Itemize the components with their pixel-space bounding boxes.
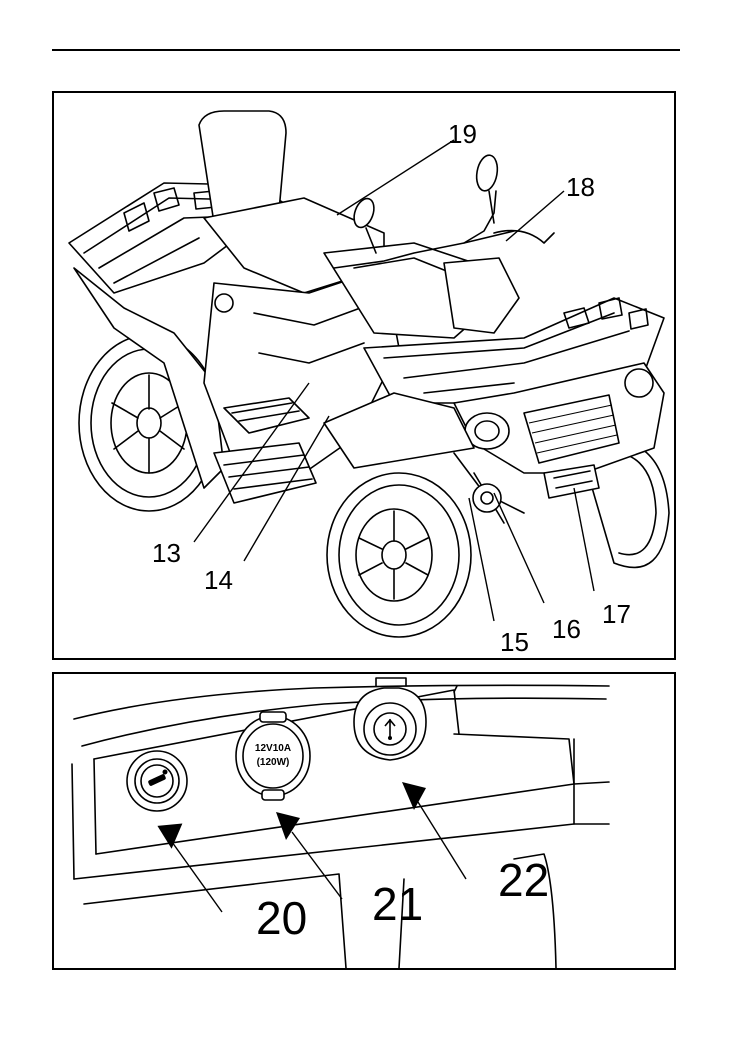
usb-socket — [354, 678, 426, 760]
callout-18: 18 — [566, 172, 595, 202]
atv-overview-figure: 19 18 13 14 15 16 17 — [52, 91, 676, 660]
socket-rating-line2: (120W) — [257, 757, 290, 768]
callout-labels-bottom: 20 21 22 — [256, 854, 549, 944]
power-socket-12v: 12V10A (120W) — [236, 712, 310, 800]
leader-18 — [506, 191, 564, 241]
callout-21: 21 — [372, 878, 423, 930]
header-rule — [52, 49, 680, 51]
dash-sockets-figure: 12V10A (120W) 20 21 22 — [52, 672, 676, 970]
callout-16: 16 — [552, 614, 581, 644]
callout-22: 22 — [498, 854, 549, 906]
callout-13: 13 — [152, 538, 181, 568]
atv-line-drawing: 19 18 13 14 15 16 17 — [54, 93, 674, 658]
dashboard-panel — [72, 685, 609, 968]
callout-17: 17 — [602, 599, 631, 629]
socket-rating-line1: 12V10A — [255, 743, 291, 754]
callout-19: 19 — [448, 119, 477, 149]
leader-17 — [574, 488, 594, 591]
leader-15 — [469, 498, 494, 621]
leader-16 — [494, 493, 544, 603]
callout-15: 15 — [500, 627, 529, 657]
callout-14: 14 — [204, 565, 233, 595]
dash-line-drawing: 12V10A (120W) 20 21 22 — [54, 674, 674, 968]
key-switch — [127, 751, 187, 811]
leader-19 — [337, 140, 454, 215]
front-left-wheel — [327, 473, 471, 637]
callout-20: 20 — [256, 892, 307, 944]
